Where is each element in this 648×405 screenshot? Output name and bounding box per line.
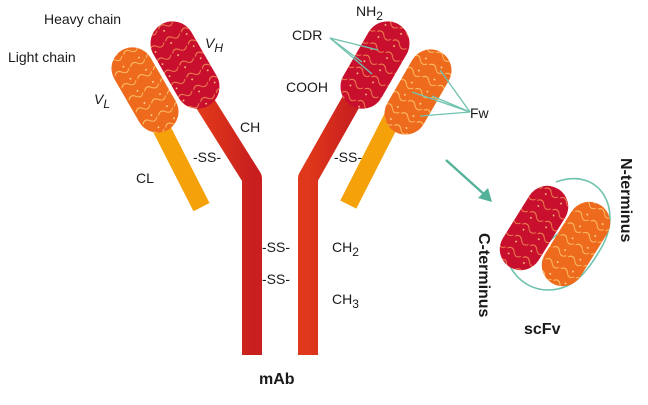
left-vh-domain (150, 21, 220, 109)
mab-stem (194, 94, 361, 355)
label-ch2: CH2 (332, 239, 359, 259)
label-cooh: COOH (286, 79, 328, 95)
label-ss-right-arm: -SS- (334, 149, 362, 165)
label-ch: CH (240, 119, 260, 135)
label-vh: VH (205, 35, 223, 55)
label-vl: VL (94, 91, 110, 111)
label-heavy-chain: Heavy chain (44, 11, 121, 27)
right-vl-domain (384, 49, 452, 135)
scfv-construct (499, 177, 611, 291)
label-ch3: CH3 (332, 291, 359, 311)
label-cl: CL (136, 170, 154, 186)
label-ss-hinge-1: -SS- (262, 239, 290, 255)
label-fw: Fw (470, 105, 490, 121)
arrow-to-scfv (445, 159, 492, 202)
right-heavy-hinge (298, 95, 361, 355)
fw-pointer-lines (411, 69, 471, 117)
label-ss-hinge-2: -SS- (262, 271, 290, 287)
label-scfv: scFv (524, 321, 561, 338)
scfv-vl-domain (541, 201, 611, 287)
label-c-terminus: C-terminus (475, 233, 492, 318)
left-constant-light (144, 106, 210, 212)
label-light-chain: Light chain (8, 49, 76, 65)
right-vh-domain (340, 21, 410, 109)
left-heavy-hinge (194, 94, 262, 355)
scfv-vh-domain (499, 185, 569, 271)
left-vl-domain (111, 47, 179, 133)
label-ss-left-arm: -SS- (193, 149, 221, 165)
label-nh2: NH2 (356, 3, 383, 23)
label-mab: mAb (259, 371, 295, 388)
cdr-pointer-lines (329, 37, 379, 75)
scfv-linker (505, 177, 611, 291)
label-cdr: CDR (292, 27, 322, 43)
label-n-terminus: N-terminus (617, 158, 634, 243)
right-constant-light (340, 111, 402, 209)
